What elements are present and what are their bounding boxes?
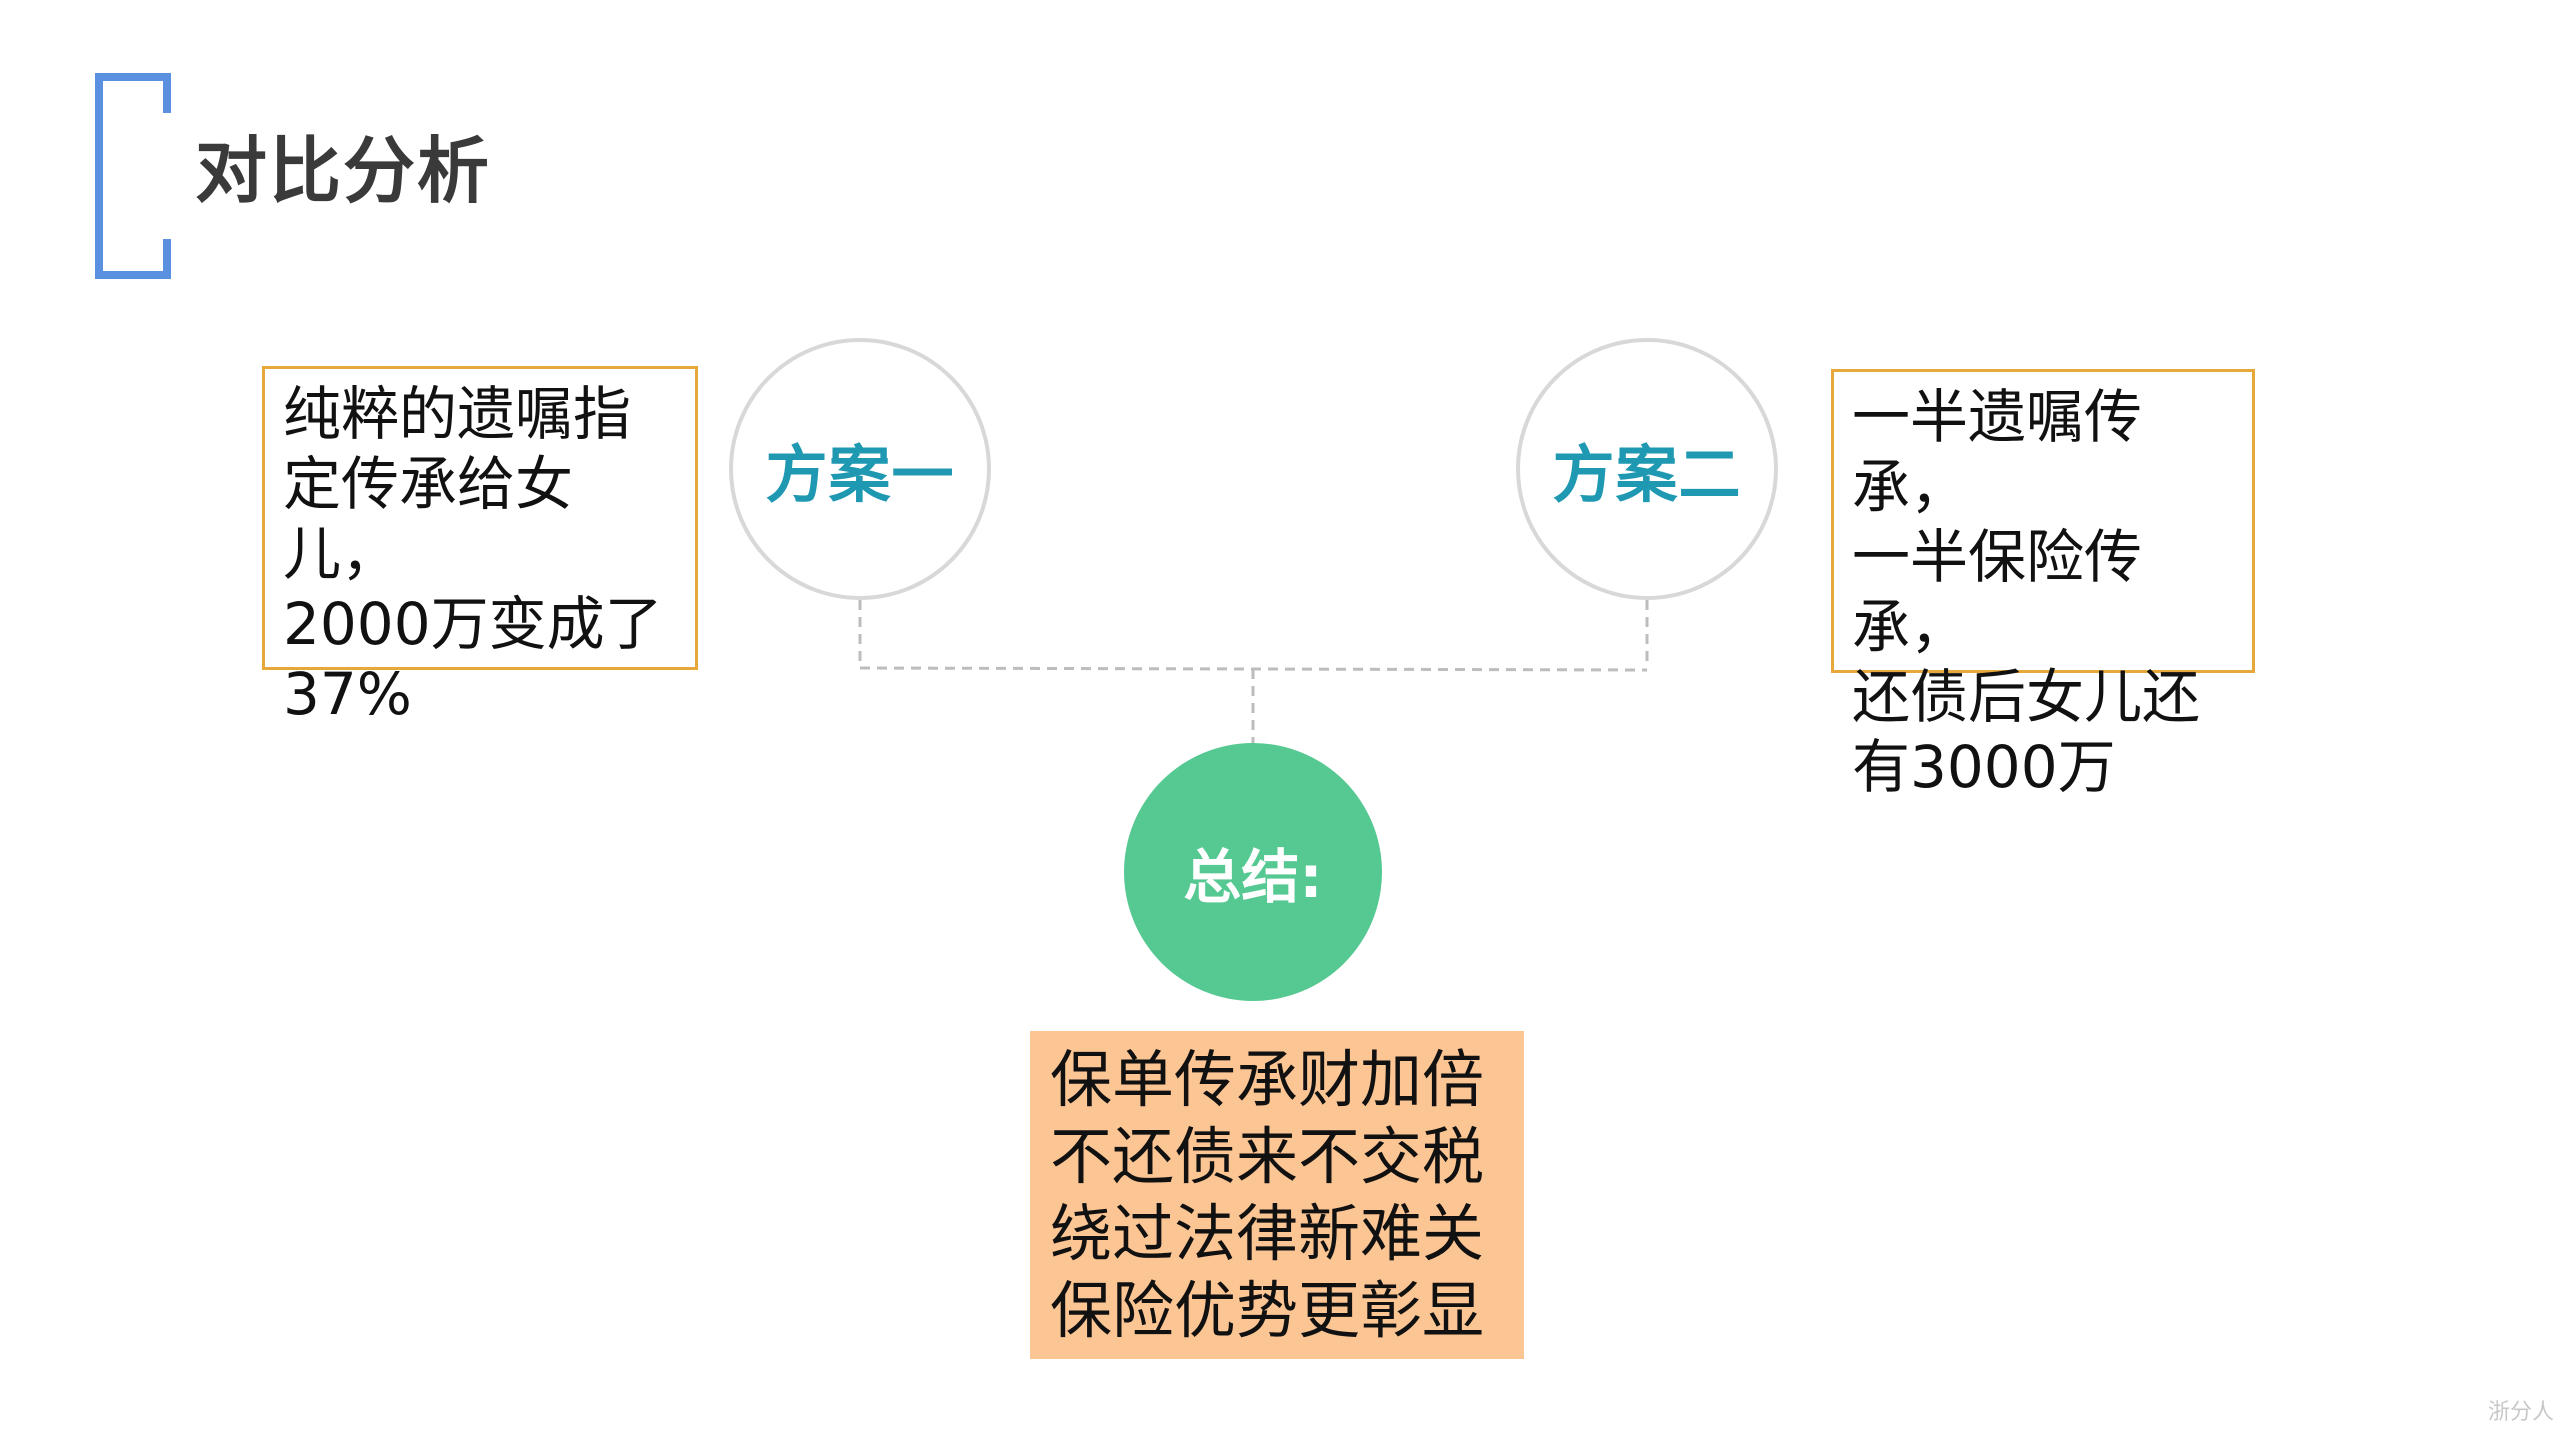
summary-label: 总结: <box>1183 843 1323 911</box>
watermark: 浙分人 <box>2487 1400 2554 1425</box>
connector-horizontal <box>859 666 1648 672</box>
summary-circle: 总结: <box>1124 743 1382 1001</box>
page-title: 对比分析 <box>195 129 492 213</box>
title-bracket-decoration <box>95 73 171 279</box>
plan-one-circle: 方案一 <box>729 338 991 600</box>
plan-two-description-box: 一半遗嘱传承， 一半保险传承， 还债后女儿还 有3000万 <box>1831 369 2255 801</box>
plan-two-label: 方案二 <box>1552 438 1742 511</box>
plan-one-description-box: 纯粹的遗嘱指 定传承给女儿， 2000万变成了 37% <box>262 366 698 728</box>
plan-two-circle: 方案二 <box>1516 338 1778 600</box>
plan-one-label: 方案一 <box>765 438 955 511</box>
summary-text-box: 保单传承财加倍 不还债来不交税 绕过法律新难关 保险优势更彰显 <box>1030 1031 1524 1359</box>
